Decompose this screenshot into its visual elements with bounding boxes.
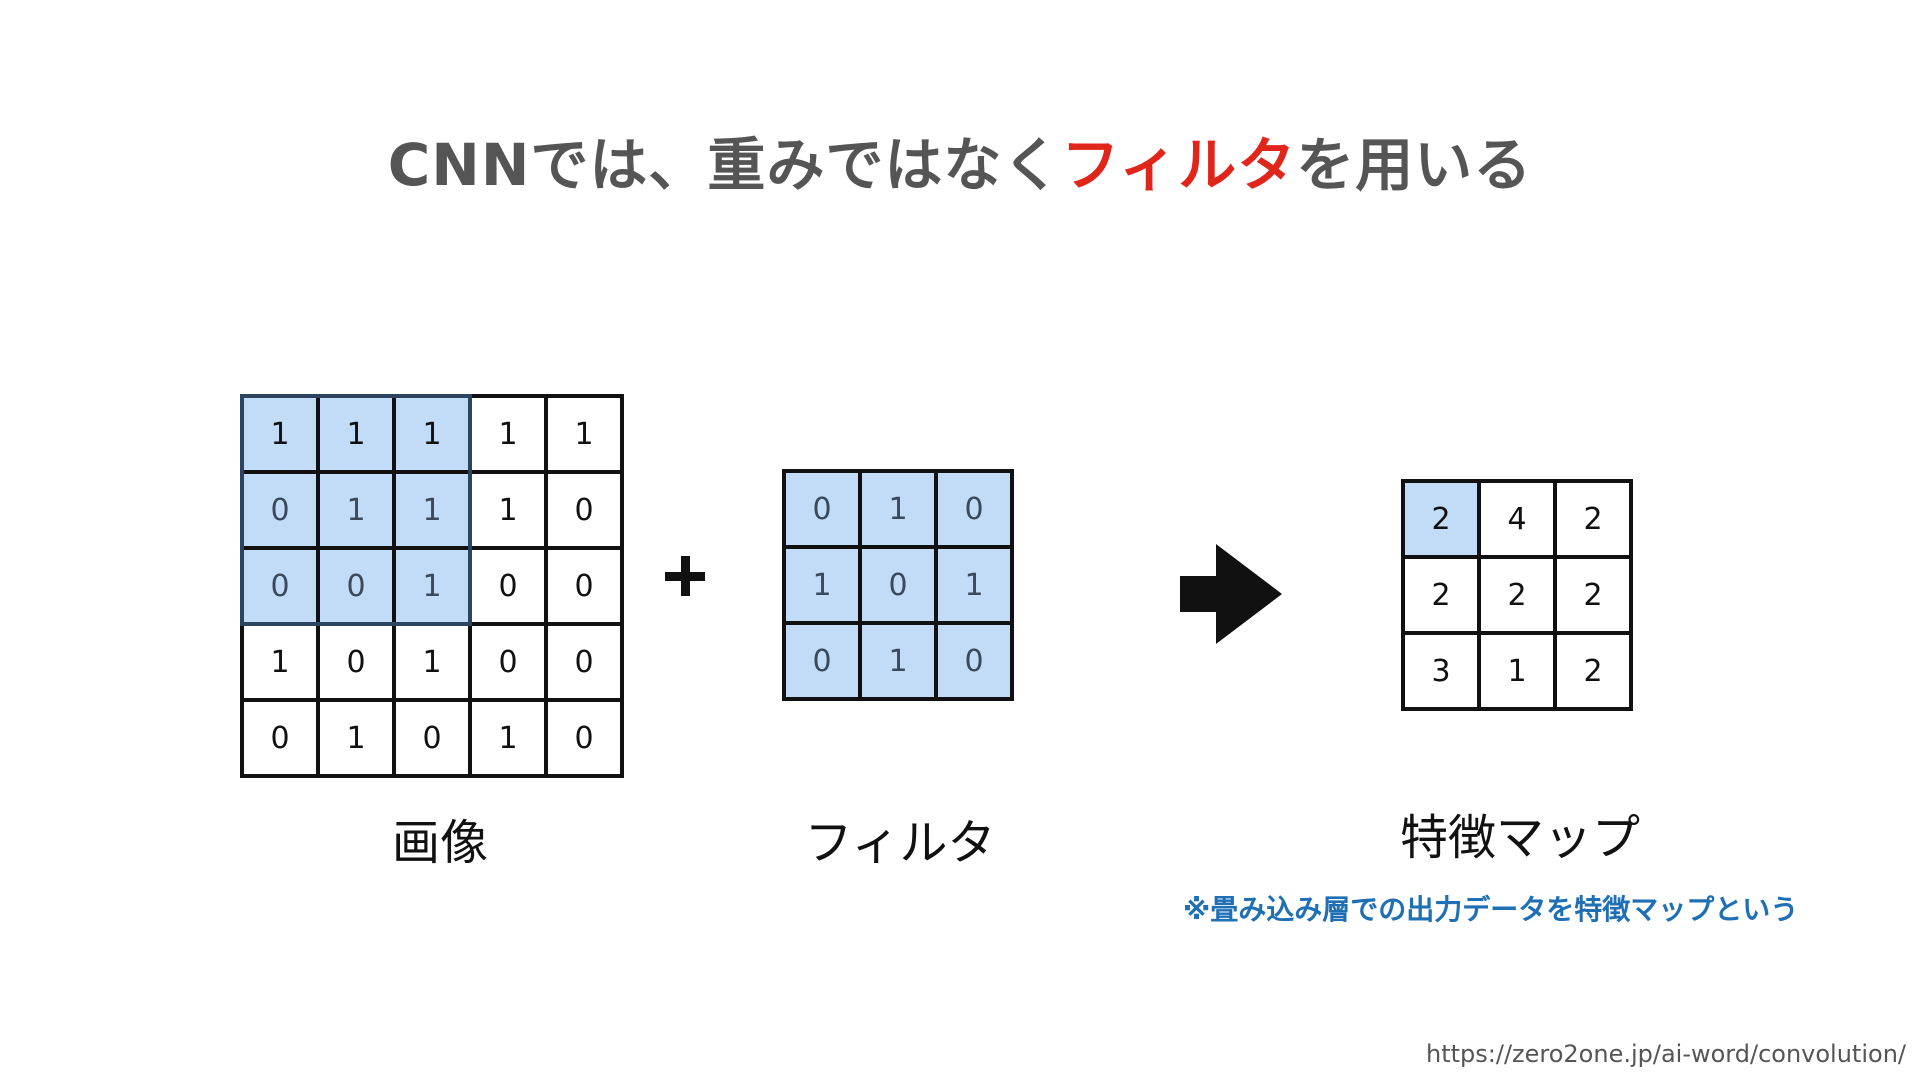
image-cell: 1 [396,626,472,702]
image-cell: 0 [548,702,624,778]
filter-cell: 0 [786,625,862,701]
feature-cell: 2 [1557,483,1633,559]
image-cell: 1 [244,398,320,474]
filter-cell: 1 [786,549,862,625]
filter-grid: 0 1 0 1 0 1 0 1 0 [782,469,1014,701]
feature-cell: 2 [1557,559,1633,635]
image-cell: 0 [472,550,548,626]
feature-cell: 2 [1405,559,1481,635]
arrow-right-icon [1180,544,1282,644]
feature-cell: 1 [1481,635,1557,711]
image-label: 画像 [391,815,488,871]
image-cell: 1 [396,550,472,626]
image-cell: 1 [320,474,396,550]
image-cell: 1 [396,398,472,474]
source-url: https://zero2one.jp/ai-word/convolution/ [1426,1040,1906,1068]
feature-cell: 3 [1405,635,1481,711]
filter-cell: 0 [938,625,1014,701]
feature-cell: 4 [1481,483,1557,559]
image-cell: 0 [548,626,624,702]
filter-cell: 0 [786,473,862,549]
image-cell: 0 [396,702,472,778]
image-cell: 0 [244,702,320,778]
filter-label: フィルタ [804,815,996,871]
filter-cell: 0 [862,549,938,625]
filter-cell: 1 [938,549,1014,625]
image-cell: 0 [320,550,396,626]
title-suffix: を用いる [1296,131,1533,199]
feature-map-label: 特徴マップ [1399,810,1640,866]
image-cell: 1 [548,398,624,474]
filter-cell: 1 [862,625,938,701]
feature-cell: 2 [1557,635,1633,711]
image-grid: 1 1 1 1 1 0 1 1 1 0 0 0 1 0 0 1 0 1 0 0 … [240,394,624,778]
image-cell: 0 [548,550,624,626]
image-cell: 1 [320,702,396,778]
title-prefix: CNNでは、重みではなく [387,131,1062,199]
feature-cell: 2 [1481,559,1557,635]
feature-map-note: ※畳み込み層での出力データを特徴マップという [1183,893,1799,926]
image-cell: 0 [244,550,320,626]
page-title: CNNでは、重みではなくフィルタを用いる [0,118,1920,202]
image-cell: 1 [472,474,548,550]
image-cell: 1 [244,626,320,702]
image-cell: 0 [548,474,624,550]
feature-map-grid: 2 4 2 2 2 2 3 1 2 [1401,479,1633,711]
feature-cell: 2 [1405,483,1481,559]
filter-cell: 0 [938,473,1014,549]
image-cell: 1 [472,702,548,778]
filter-cell: 1 [862,473,938,549]
title-accent: フィルタ [1061,131,1297,199]
plus-icon [661,552,709,600]
image-cell: 0 [472,626,548,702]
image-cell: 1 [320,398,396,474]
image-cell: 0 [244,474,320,550]
image-cell: 1 [472,398,548,474]
image-cell: 0 [320,626,396,702]
image-cell: 1 [396,474,472,550]
